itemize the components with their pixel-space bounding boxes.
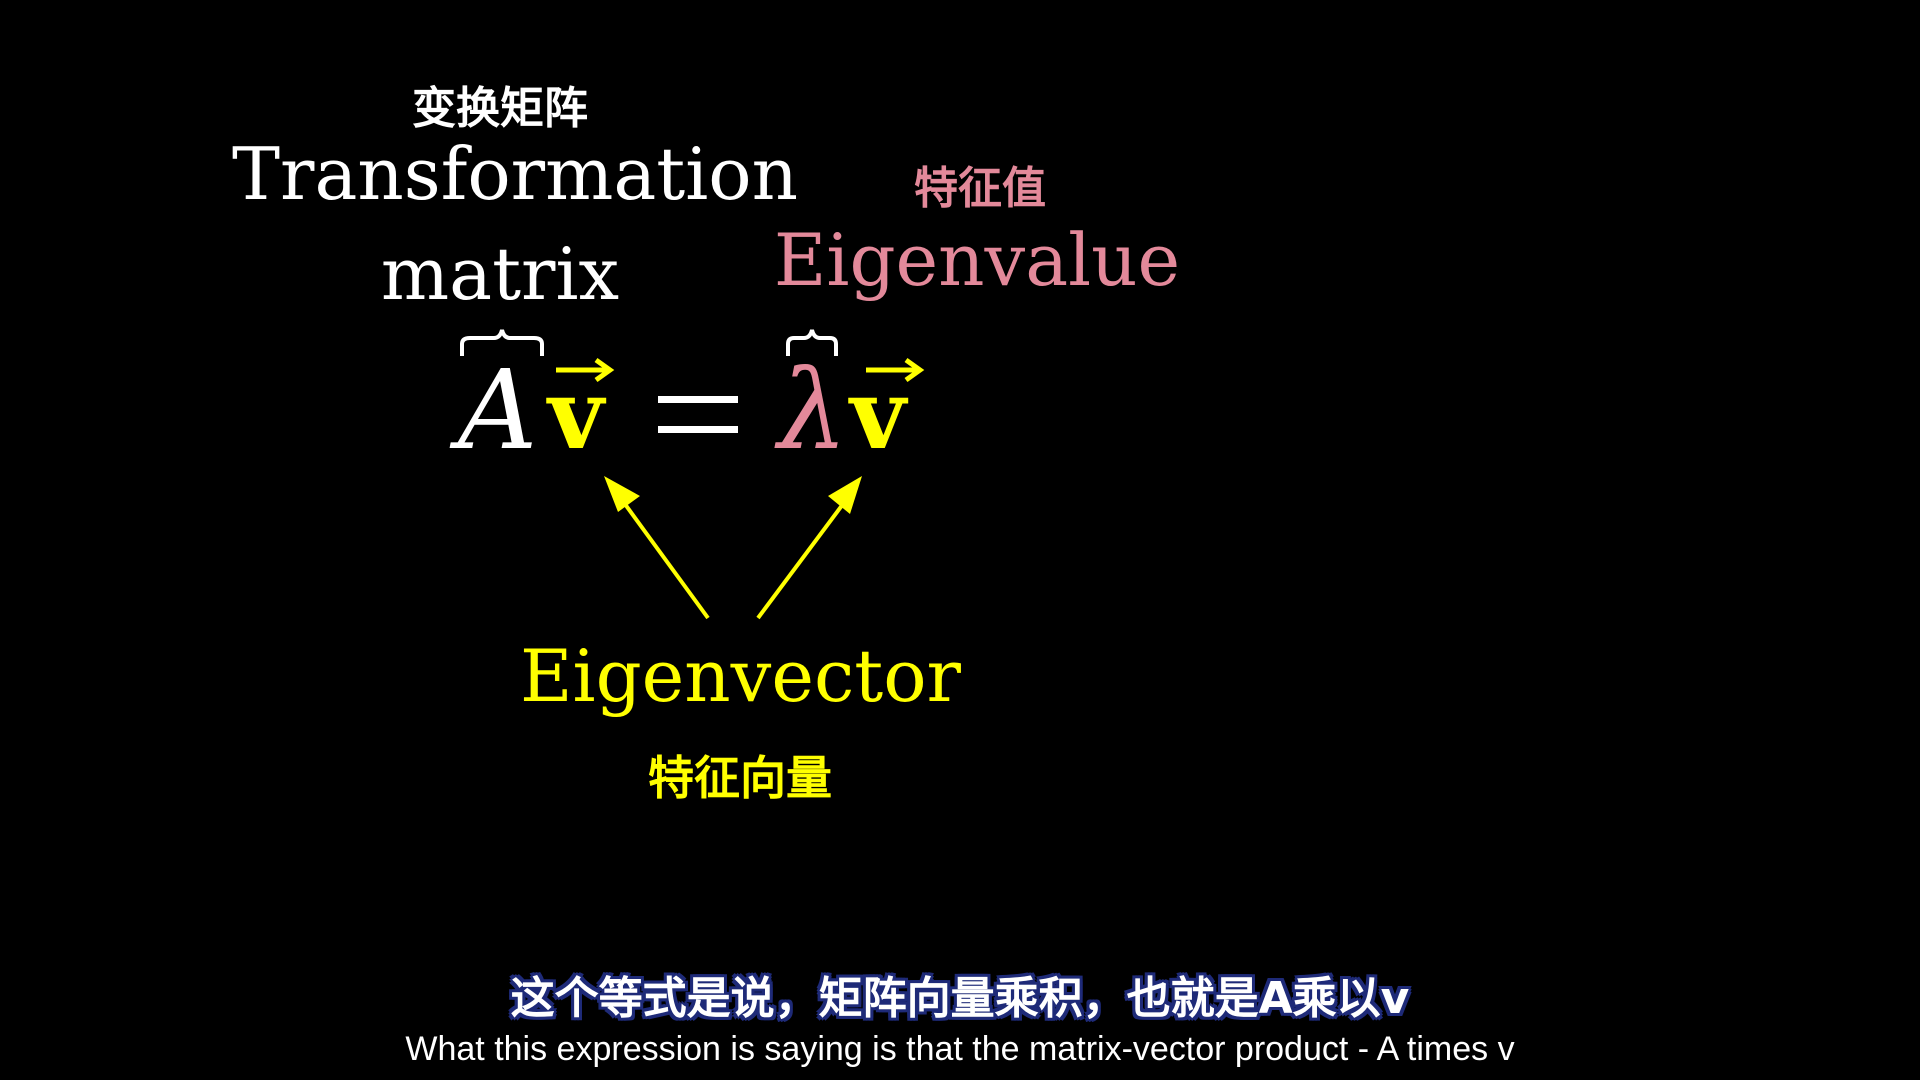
eigenvector-en-label: Eigenvector <box>520 634 961 718</box>
eigenvalue-en-label: Eigenvalue <box>773 218 1181 302</box>
transformation-en-label: Transformation <box>232 132 798 216</box>
pointer-arrow-right-shaft <box>756 498 848 620</box>
pointer-arrow-right-head <box>828 476 862 514</box>
vector-arrow-right <box>866 357 925 383</box>
equals-bottom-bar <box>658 426 738 433</box>
transformation-matrix-cn-label: 变换矩阵 <box>412 83 588 134</box>
matrix-overbrace <box>460 329 544 356</box>
eigenvalue-cn-label: 特征值 <box>914 163 1046 214</box>
pointer-arrow-left-head <box>604 476 640 512</box>
lambda-symbol: λ <box>774 346 848 474</box>
eigenvector-cn-label: 特征向量 <box>648 751 832 805</box>
matrix-en-label: matrix <box>380 232 620 316</box>
vector-symbol-left: v <box>546 358 607 471</box>
vector-arrow-left <box>556 357 615 383</box>
equals-top-bar <box>658 396 738 403</box>
lambda-overbrace <box>786 329 838 356</box>
vector-symbol-right: v <box>848 358 909 471</box>
subtitle-english: What this expression is saying is that t… <box>405 1030 1515 1068</box>
matrix-symbol: A <box>449 346 537 474</box>
subtitle-chinese: 这个等式是说，矩阵向量乘积，也就是A乘以v <box>510 973 1410 1024</box>
pointer-arrow-left-shaft <box>620 498 710 620</box>
